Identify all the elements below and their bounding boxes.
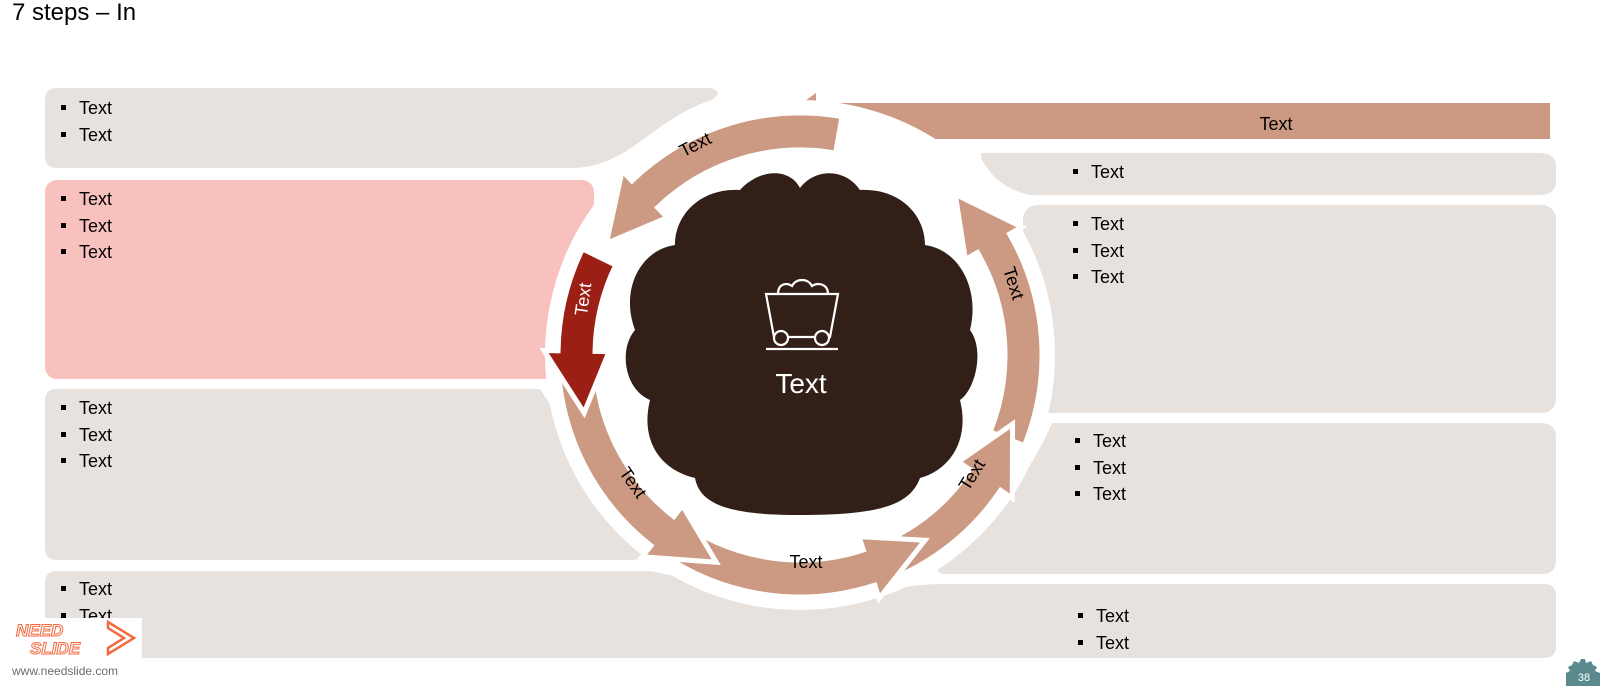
panel-left-highlight	[45, 180, 594, 379]
cycle-arrow-right	[952, 189, 1045, 449]
needslide-logo: NEED SLIDE	[12, 618, 142, 658]
list-item: Text	[1071, 238, 1124, 265]
list-item: Text	[59, 213, 112, 240]
panel-right-top-list: Text	[1071, 159, 1124, 186]
panel-left-top-list: Text Text	[59, 95, 112, 148]
list-item: Text	[59, 122, 112, 149]
cycle-label-4: Text	[789, 552, 822, 572]
list-item: Text	[1076, 630, 1129, 657]
list-item: Text	[1076, 603, 1129, 630]
panel-right-lower-list: Text Text Text	[1073, 428, 1126, 508]
list-item: Text	[59, 448, 112, 475]
top-banner-label: Text	[1259, 114, 1292, 134]
logo-url: www.needslide.com	[12, 664, 119, 678]
cycle-arrow-bottom	[647, 513, 930, 604]
list-item: Text	[1071, 211, 1124, 238]
panel-left-top	[45, 88, 718, 168]
center-flower	[625, 173, 978, 515]
logo-text-line2: SLIDE	[30, 639, 81, 658]
mine-cart-icon	[764, 278, 840, 351]
page-number-badge: 38	[1566, 659, 1600, 686]
panel-left-middle	[45, 389, 645, 560]
panel-right-upper-list: Text Text Text	[1071, 211, 1124, 291]
panel-bottom-right-list: Text Text	[1076, 603, 1129, 656]
panel-left-middle-list: Text Text Text	[59, 395, 112, 475]
panel-right-lower	[937, 423, 1556, 574]
cycle-arrow-top	[602, 110, 845, 248]
highlighted-arrow-label: Text	[571, 281, 595, 316]
list-item: Text	[59, 576, 112, 603]
list-item: Text	[59, 186, 112, 213]
list-item: Text	[59, 395, 112, 422]
panel-left-highlight-list: Text Text Text	[59, 186, 112, 266]
list-item: Text	[59, 95, 112, 122]
list-item: Text	[1073, 455, 1126, 482]
list-item: Text	[59, 239, 112, 266]
center-label: Text	[775, 368, 827, 399]
slide-title: 7 steps – In	[12, 0, 137, 26]
cycle-arrow-highlight	[539, 245, 620, 419]
cycle-arrows	[539, 110, 1045, 604]
list-item: Text	[1071, 159, 1124, 186]
logo-text-line1: NEED	[16, 621, 63, 640]
panel-right-upper	[1023, 205, 1556, 413]
page-number: 38	[1578, 672, 1590, 684]
list-item: Text	[1073, 481, 1126, 508]
list-item: Text	[1071, 264, 1124, 291]
list-item: Text	[59, 422, 112, 449]
list-item: Text	[1073, 428, 1126, 455]
panel-right-top	[981, 153, 1556, 195]
panel-bottom	[45, 571, 1556, 658]
